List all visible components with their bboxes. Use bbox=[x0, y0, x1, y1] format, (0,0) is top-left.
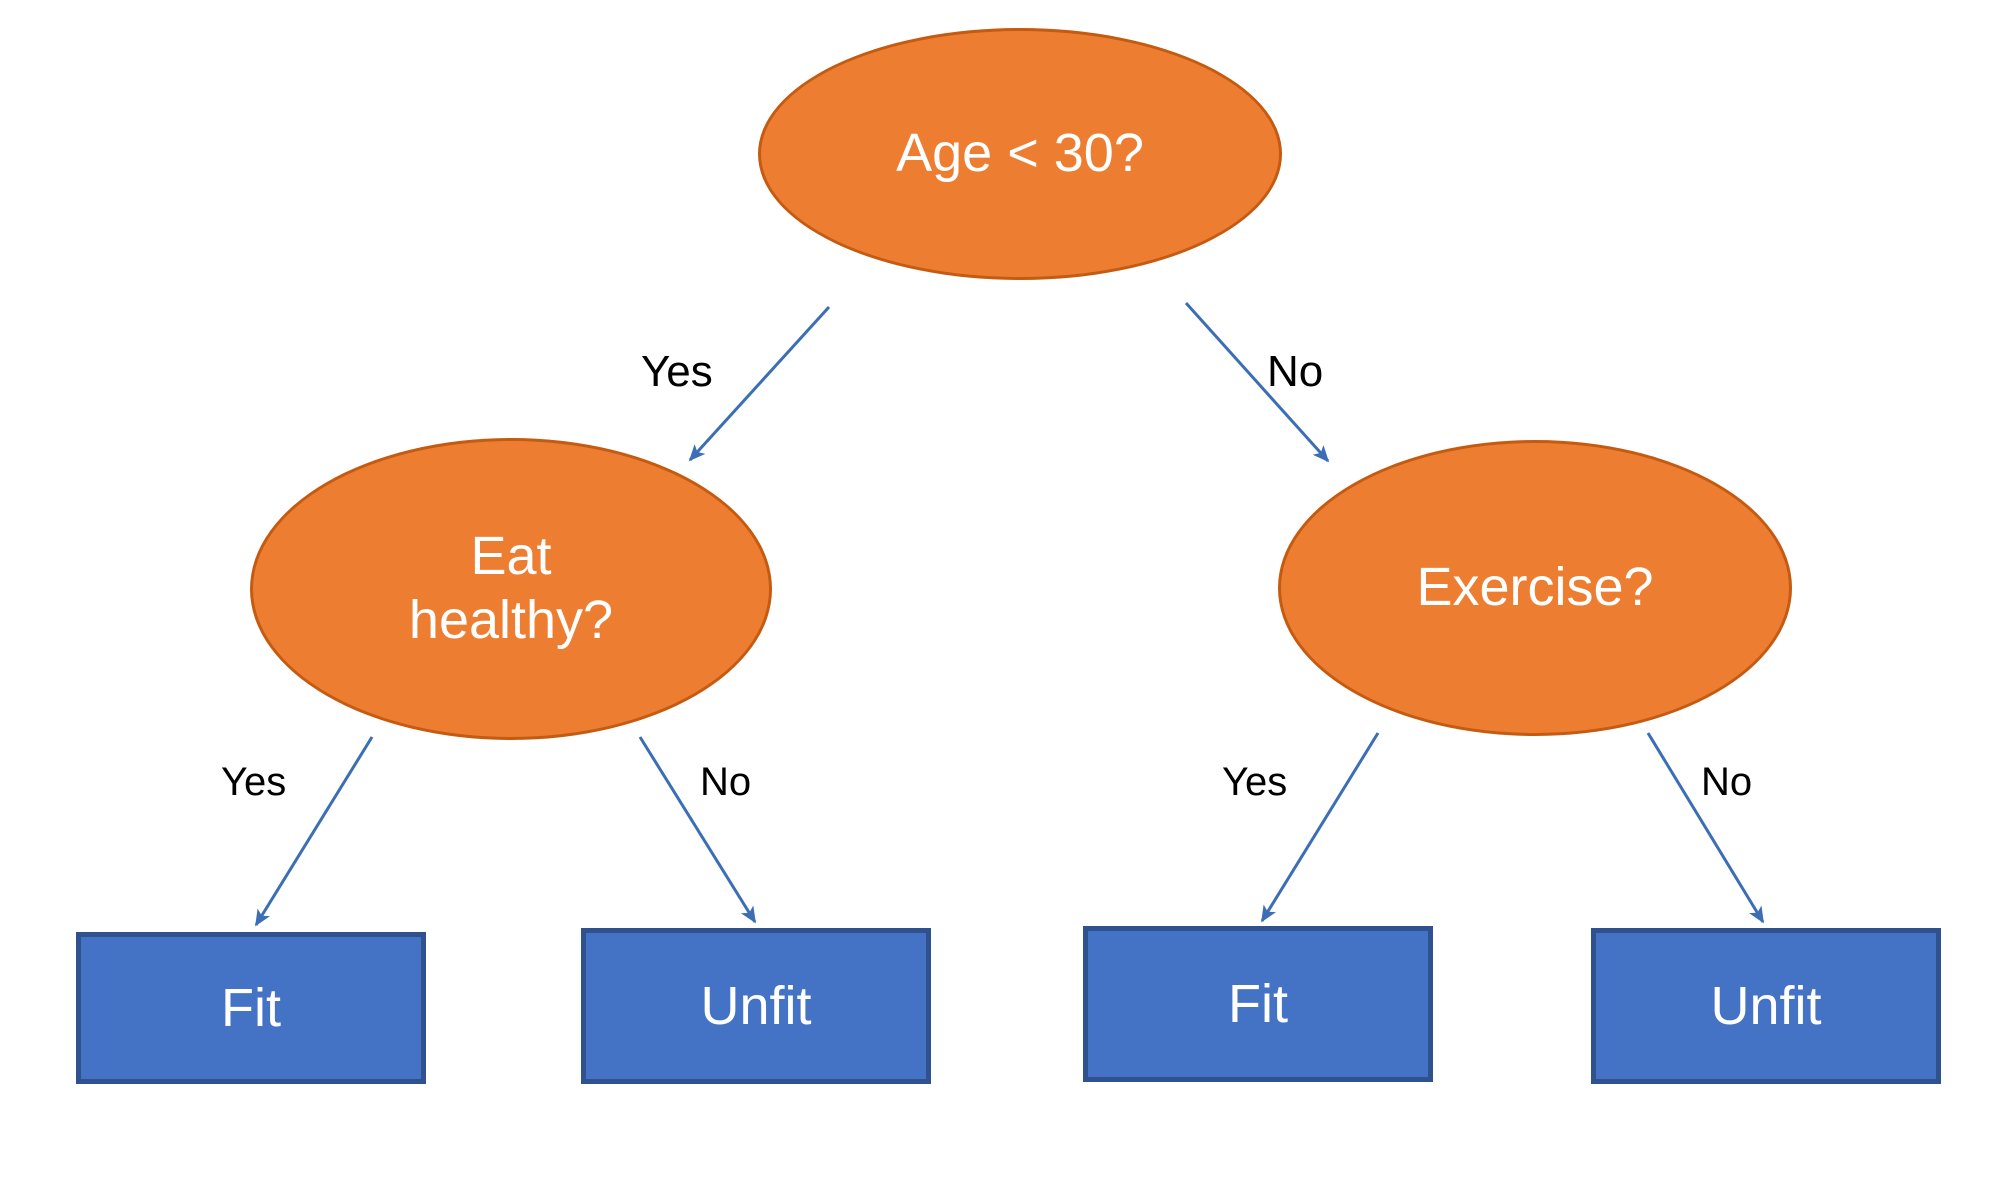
edge-label-root-no: No bbox=[1267, 347, 1324, 396]
decision-node-eat-healthy-label: Eat healthy? bbox=[408, 526, 614, 650]
outcome-node-fit-2-label: Fit bbox=[1228, 974, 1288, 1034]
outcome-node-unfit-2-label: Unfit bbox=[1710, 976, 1822, 1036]
edge-label-eat-healthy-yes: Yes bbox=[221, 760, 287, 804]
outcome-node-unfit-1[interactable]: Unfit bbox=[581, 928, 931, 1084]
outcome-node-fit-1-label: Fit bbox=[221, 978, 281, 1038]
outcome-node-unfit-1-label: Unfit bbox=[700, 976, 812, 1036]
edge-label-exercise-no: No bbox=[1701, 760, 1753, 804]
outcome-node-fit-2[interactable]: Fit bbox=[1083, 926, 1433, 1082]
decision-node-exercise[interactable]: Exercise? bbox=[1278, 440, 1792, 736]
decision-node-exercise-label: Exercise? bbox=[1416, 557, 1654, 618]
edge-label-exercise-yes: Yes bbox=[1222, 760, 1288, 804]
decision-node-eat-healthy[interactable]: Eat healthy? bbox=[250, 438, 772, 740]
edge-label-eat-healthy-no: No bbox=[700, 760, 752, 804]
edge-label-root-yes: Yes bbox=[641, 347, 713, 396]
outcome-node-fit-1[interactable]: Fit bbox=[76, 932, 426, 1084]
decision-node-root-label: Age < 30? bbox=[896, 123, 1144, 184]
decision-node-root[interactable]: Age < 30? bbox=[758, 28, 1282, 280]
outcome-node-unfit-2[interactable]: Unfit bbox=[1591, 928, 1941, 1084]
